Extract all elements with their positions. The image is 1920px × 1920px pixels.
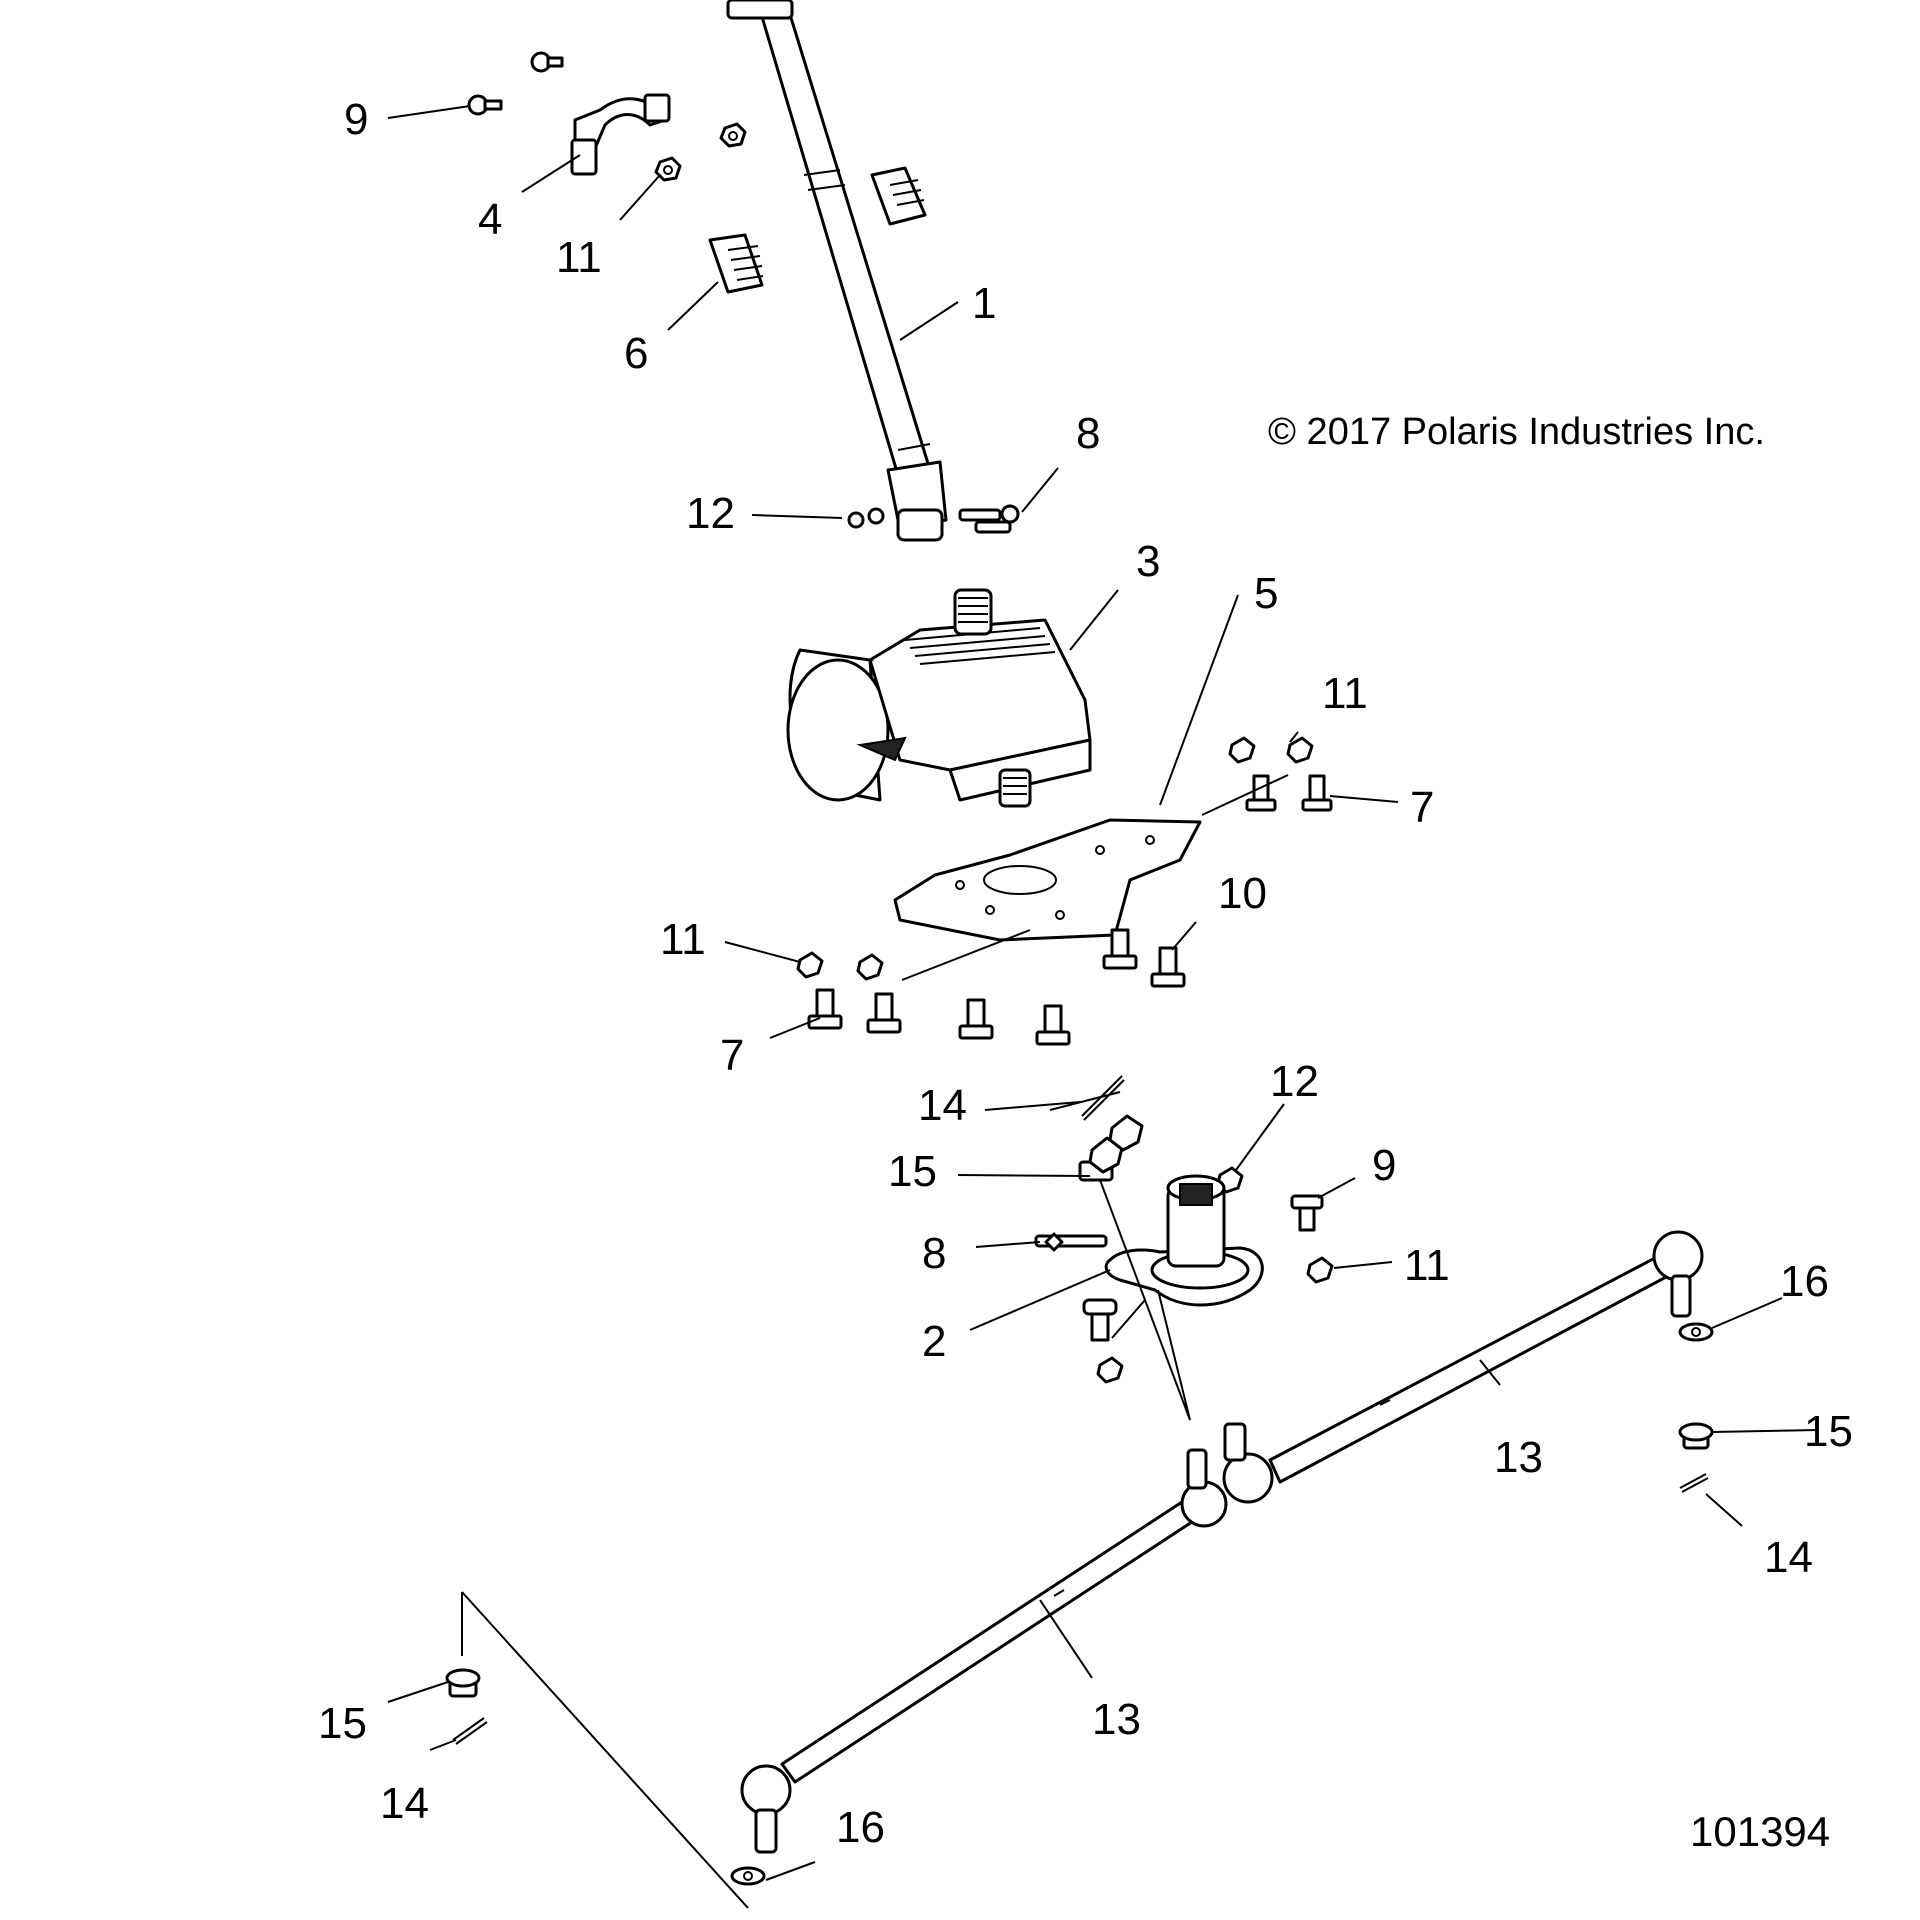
callout-11-plate-left: 11 <box>660 915 706 964</box>
callout-13-left: 13 <box>1092 1695 1141 1744</box>
tie-rod-left <box>740 1448 1228 1854</box>
callout-16-right: 16 <box>1780 1257 1829 1306</box>
callout-12-top: 12 <box>686 489 735 538</box>
callout-16-left: 16 <box>836 1803 885 1852</box>
copyright-notice: © 2017 Polaris Industries Inc. <box>1268 411 1765 453</box>
mounting-plate <box>893 818 1202 942</box>
column-bushing <box>708 166 927 294</box>
callout-15-center: 15 <box>888 1147 937 1196</box>
callout-2: 2 <box>922 1317 946 1366</box>
callout-1: 1 <box>972 279 996 328</box>
callout-8-bottom: 8 <box>922 1229 946 1278</box>
callout-14-center: 14 <box>918 1081 967 1130</box>
leader-lines <box>387 105 1819 1881</box>
callout-11-plate-top: 11 <box>1322 669 1368 718</box>
reference-bracket <box>461 1591 749 1909</box>
callout-14-right: 14 <box>1764 1533 1813 1582</box>
callout-11-pitman: 11 <box>1404 1241 1450 1290</box>
column-hardware <box>467 51 1020 534</box>
callout-7-bottom: 7 <box>720 1031 744 1080</box>
callout-5: 5 <box>1254 569 1278 618</box>
callout-11-column: 11 <box>556 233 602 282</box>
column-clamp <box>570 93 671 176</box>
callout-10: 10 <box>1218 869 1267 918</box>
callout-14-left: 14 <box>380 1779 429 1828</box>
callout-3: 3 <box>1136 537 1160 586</box>
callout-12-bottom: 12 <box>1270 1057 1319 1106</box>
callout-7-top: 7 <box>1410 783 1434 832</box>
steering-gear-unit <box>786 588 1092 808</box>
document-number: 101394 <box>1690 1808 1830 1855</box>
tie-rod-right <box>1222 1230 1704 1504</box>
callout-labels: 1 2 3 4 5 6 7 7 8 8 9 9 10 11 11 11 11 1… <box>318 95 1853 1852</box>
pitman-arm-assembly <box>1034 1091 1334 1421</box>
callout-8-top: 8 <box>1076 409 1100 458</box>
callout-9-top: 9 <box>344 95 368 144</box>
callout-9-bottom: 9 <box>1372 1141 1396 1190</box>
steering-column-shaft <box>726 0 948 542</box>
callout-15-left: 15 <box>318 1699 367 1748</box>
callout-13-right: 13 <box>1494 1433 1543 1482</box>
callout-6: 6 <box>624 329 648 378</box>
callout-4: 4 <box>478 195 502 244</box>
callout-15-right: 15 <box>1804 1407 1853 1456</box>
plate-hardware <box>796 736 1333 1046</box>
